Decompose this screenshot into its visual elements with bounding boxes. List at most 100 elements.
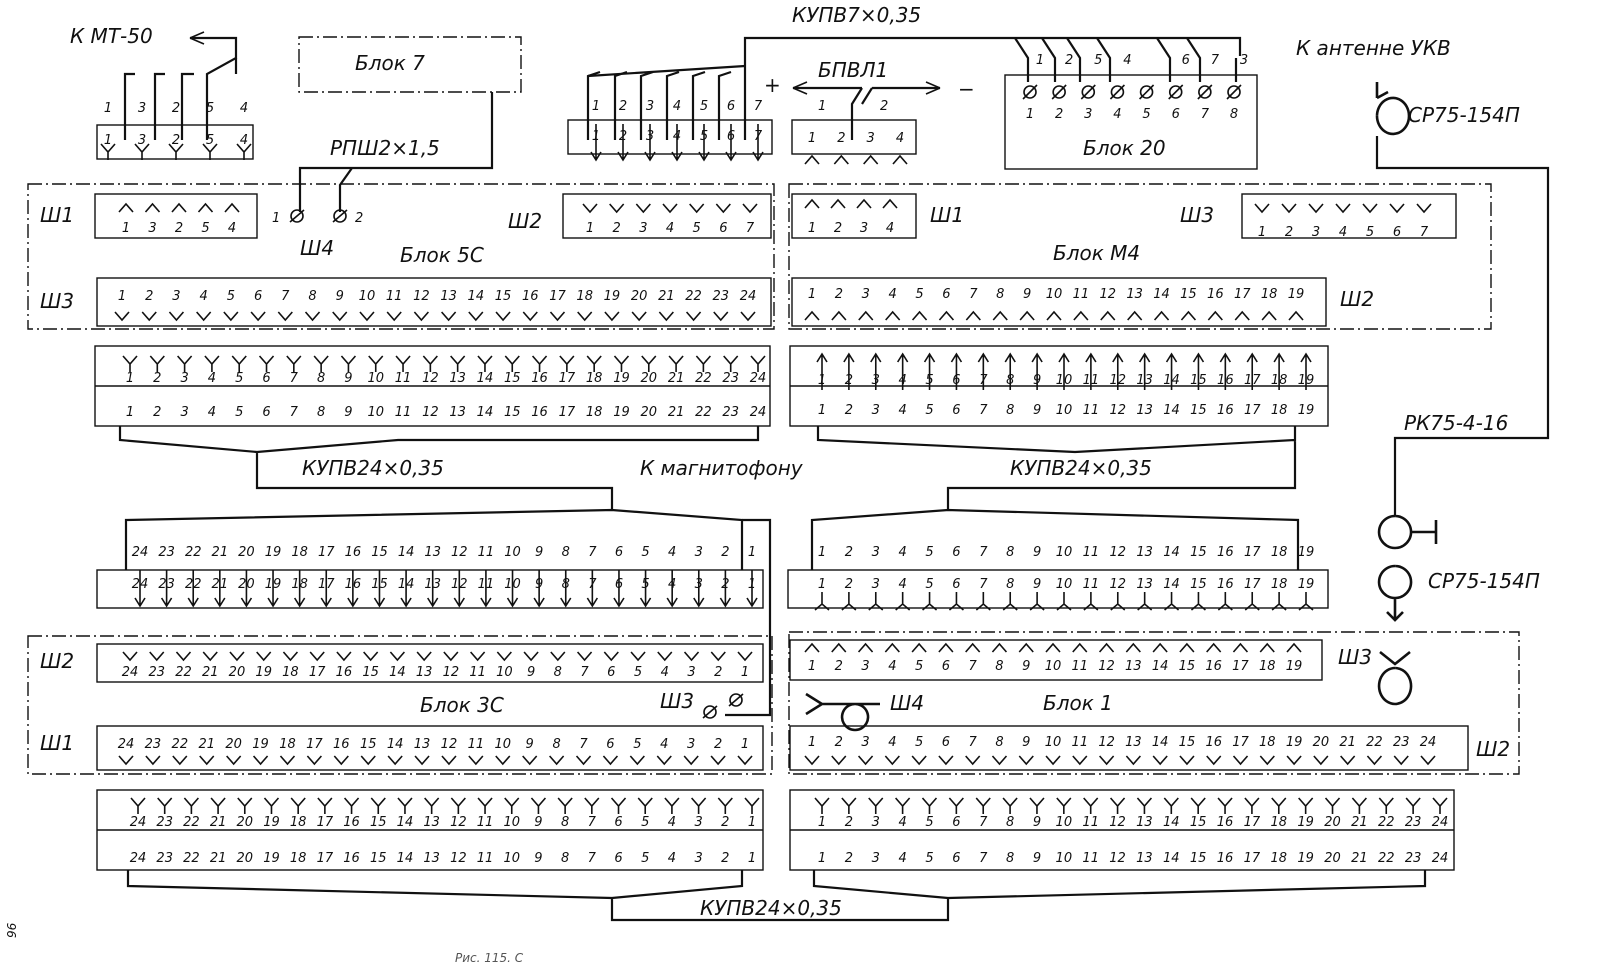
blockm4-label: Блок М4 <box>1053 241 1140 265</box>
pin-label: 3 <box>695 545 703 560</box>
pin-label: 6 <box>942 659 950 674</box>
pin-label: 24 <box>750 405 767 420</box>
pin-marker <box>450 797 466 814</box>
pin-marker <box>737 755 753 766</box>
pin-label: 15 <box>1190 815 1207 830</box>
pin-marker <box>1378 797 1394 814</box>
pin-marker <box>504 355 520 372</box>
pin-label: 6 <box>607 665 615 680</box>
pin-marker <box>1432 797 1448 814</box>
pin-label: 16 <box>1217 815 1234 830</box>
block1-sh4-label: Ш4 <box>890 691 924 715</box>
pin-label: 17 <box>318 545 335 560</box>
pin-marker <box>557 797 573 814</box>
pin-marker <box>584 797 600 814</box>
pin-marker <box>603 651 619 662</box>
pin-label: 19 <box>252 737 269 752</box>
pin-label: 15 <box>495 289 512 304</box>
pin-marker <box>1288 310 1304 321</box>
pin-marker <box>1190 592 1206 611</box>
pin-label: 18 <box>1271 545 1288 560</box>
pin-marker <box>1298 592 1314 611</box>
pin-marker <box>416 651 432 662</box>
pin-label: 23 <box>148 665 165 680</box>
pin-marker <box>814 592 830 611</box>
pin-label: 8 <box>1230 107 1238 122</box>
pin-label: 24 <box>1432 851 1449 866</box>
pin-marker <box>368 355 384 372</box>
pin-label: 1 <box>1026 107 1034 122</box>
pin-marker <box>1083 592 1099 611</box>
pin-label: 8 <box>562 545 570 560</box>
pin-label: 4 <box>1339 225 1347 240</box>
pin-label: 2 <box>721 545 729 560</box>
pin-label: 16 <box>343 815 360 830</box>
pin-marker <box>1259 642 1275 653</box>
pin-label: 3 <box>860 221 868 236</box>
pin-marker <box>804 310 820 321</box>
pin-label: 18 <box>282 665 299 680</box>
pin-label: 17 <box>1244 545 1261 560</box>
pin-label: 15 <box>1179 735 1196 750</box>
pin-marker <box>609 203 625 214</box>
pin-label: 3 <box>148 221 156 236</box>
pin-label: 23 <box>156 815 173 830</box>
pin-label: 3 <box>862 287 870 302</box>
pin-marker <box>938 310 955 321</box>
pin-label: 11 <box>386 289 403 304</box>
pin-marker <box>359 311 375 322</box>
pin-label: 14 <box>387 737 404 752</box>
pin-label: 12 <box>1110 577 1127 592</box>
pin-marker <box>1273 352 1285 390</box>
pin-label: 20 <box>631 289 648 304</box>
pin-label: 8 <box>1006 851 1014 866</box>
pin-marker <box>911 755 927 766</box>
pin-label: 1 <box>104 133 112 148</box>
pin-label: 11 <box>468 737 485 752</box>
pin-label: 6 <box>952 577 960 592</box>
pin-label: 19 <box>1298 545 1315 560</box>
pin-marker <box>948 592 964 611</box>
pin-marker <box>965 310 981 321</box>
pin-label: 1 <box>808 735 816 750</box>
pin-label: 18 <box>1271 815 1288 830</box>
kupv24-label-2: КУПВ24×0,35 <box>1010 456 1152 480</box>
pin-label: 1 <box>748 851 756 866</box>
pin-marker <box>360 755 376 766</box>
pin-label: 11 <box>1083 545 1100 560</box>
pin-label: 7 <box>979 851 988 866</box>
pin-label: 13 <box>1125 659 1142 674</box>
pin-label: 11 <box>477 851 494 866</box>
pin-marker <box>210 797 226 814</box>
pin-marker <box>1138 352 1151 390</box>
pin-marker <box>1127 310 1143 321</box>
pin-label: 4 <box>673 99 681 114</box>
pin-label: 14 <box>389 665 406 680</box>
pin-label: 5 <box>206 133 214 148</box>
pin-marker <box>480 570 492 608</box>
pin-label: 15 <box>1190 851 1207 866</box>
pin-label: 4 <box>1113 107 1121 122</box>
pin-label: 19 <box>1297 815 1314 830</box>
pin-label: 20 <box>1313 735 1330 750</box>
pin-label: 1 <box>741 665 749 680</box>
pin-marker <box>737 651 753 662</box>
pin-label: 18 <box>1259 659 1276 674</box>
pin-marker <box>343 797 360 814</box>
pin-label: 9 <box>534 815 542 830</box>
antenna-connector-top: СР75-154П <box>1375 82 1550 516</box>
pin-label: 2 <box>153 371 161 386</box>
pin-marker <box>443 651 459 662</box>
pin-label: 19 <box>263 851 280 866</box>
pin-marker <box>304 311 321 322</box>
pin-marker <box>1389 203 1405 214</box>
pin-label: 10 <box>1045 735 1062 750</box>
pin-marker <box>804 154 820 165</box>
sh4-pin-1: 1 <box>272 211 280 226</box>
